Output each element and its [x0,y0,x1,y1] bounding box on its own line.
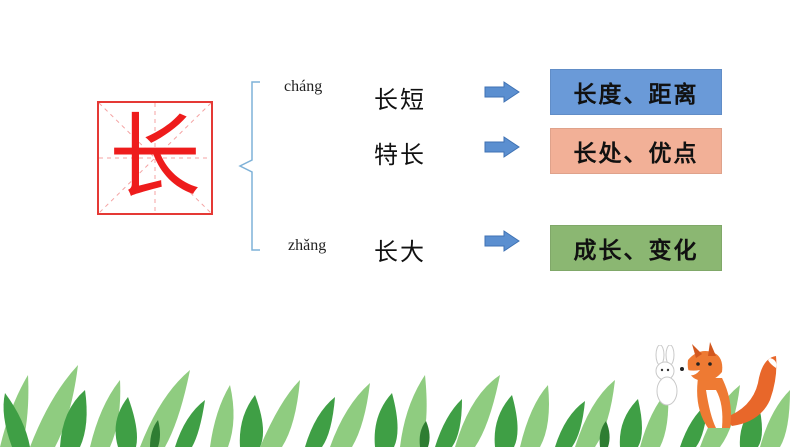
character-grid: 长 [97,101,213,215]
word-changduan: 长短 [374,86,426,114]
meaning-box-growth: 成长、变化 [550,225,722,271]
pinyin-chang: cháng [284,78,323,95]
word-zhangda: 长大 [374,238,426,266]
meaning-box-length: 长度、距离 [550,69,722,115]
right-arrow-icon [484,81,520,103]
grid-guides [99,103,211,213]
leaves-decoration [0,365,790,447]
right-arrow-icon [484,136,520,158]
pinyin-zhang: zhǎng [288,237,327,254]
bracket [238,81,260,251]
right-arrow-icon [484,230,520,252]
fox-illustration [680,342,777,428]
rabbit-illustration [655,345,678,406]
meaning-box-strength: 长处、优点 [550,128,722,174]
main-character: 长 [108,104,201,211]
word-techang: 特长 [374,141,426,169]
